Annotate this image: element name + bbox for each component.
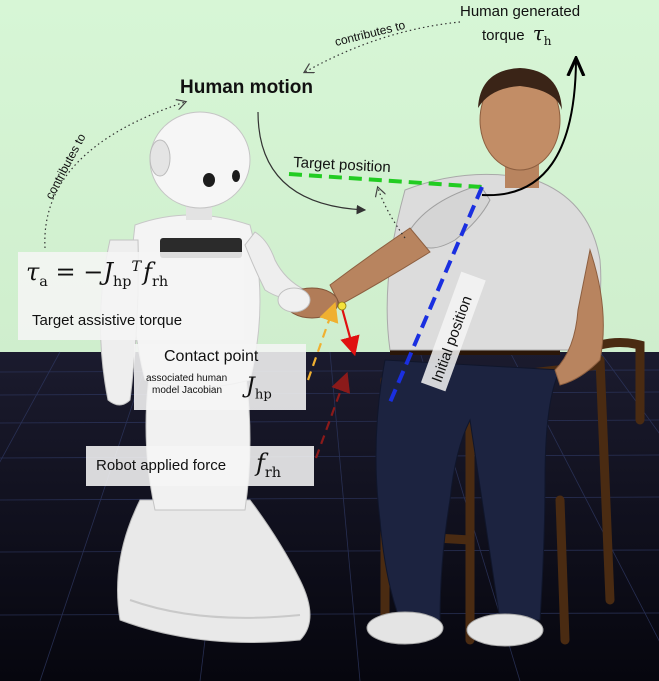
contact-point-label: Contact point <box>164 348 258 366</box>
human-torque-row: torque τh <box>482 21 552 48</box>
robot-force-box: Robot applied force frh <box>86 446 314 486</box>
assoc-jacobian-line1: associated human <box>146 373 227 384</box>
assoc-jacobian-line2: model Jacobian <box>152 385 222 396</box>
tau-a-equation: τa = −JhpTfrh <box>26 258 168 290</box>
contact-point-marker <box>338 302 346 310</box>
human-generated-label: Human generated <box>460 3 580 20</box>
contact-point-box: Contact point associated human model Jac… <box>134 344 306 410</box>
human-motion-label: Human motion <box>180 77 313 99</box>
j-hp-symbol: Jhp <box>246 374 272 402</box>
tau-h-symbol: τh <box>533 21 552 45</box>
f-rh-symbol: frh <box>256 449 281 481</box>
target-assistive-torque-label: Target assistive torque <box>32 312 182 329</box>
assistive-torque-box: τa = −JhpTfrh Target assistive torque <box>18 252 244 340</box>
robot-applied-force-label: Robot applied force <box>96 457 226 474</box>
torque-word: torque <box>482 27 525 44</box>
